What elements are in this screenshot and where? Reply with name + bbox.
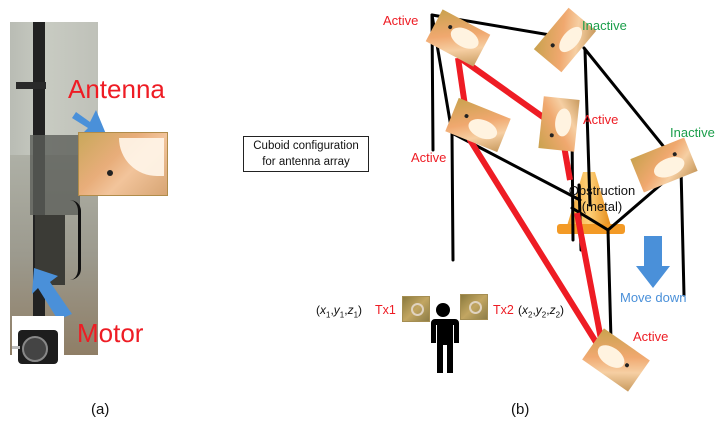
rig-crossbar	[16, 82, 46, 89]
caption-b: (b)	[511, 401, 530, 418]
state-label-top-left: Active	[383, 13, 419, 28]
antenna-tile-mid-center	[538, 96, 580, 152]
state-label-mid-center: Active	[583, 112, 619, 127]
tx2-label: Tx2	[493, 303, 514, 317]
antenna-feed	[107, 170, 113, 176]
config-line-2: for antenna array	[262, 156, 350, 168]
config-box: Cuboid configuration for antenna array	[243, 136, 369, 172]
obstruction-line-2: (metal)	[581, 199, 623, 214]
motor-arrow-icon	[32, 268, 72, 320]
frame-edge	[583, 48, 592, 207]
antenna-tile-top-right	[533, 7, 597, 73]
antenna-photo	[78, 132, 168, 196]
frame-edge	[450, 131, 455, 262]
move-down-arrow-icon	[636, 236, 670, 288]
move-down-label: Move down	[620, 290, 687, 305]
state-label-mid-left: Active	[411, 150, 447, 165]
state-label-top-right: Inactive	[582, 18, 627, 33]
stepper-motor-icon	[12, 330, 58, 364]
rig-cable	[70, 200, 81, 280]
person-icon	[431, 303, 459, 373]
antenna-tile-mid-left	[445, 97, 511, 153]
obstruction-line-1: Obstruction	[568, 183, 636, 198]
tx2-antenna-image	[460, 294, 488, 320]
tx1-coordinates: (x1,y1,z1)	[316, 303, 363, 320]
frame-edge	[679, 166, 686, 297]
tx1-label: Tx1	[375, 303, 396, 317]
frame-edge	[570, 206, 610, 232]
tx2-coordinates: (x2,y2,z2)	[518, 303, 565, 320]
antenna-tile-top-left	[425, 9, 491, 67]
caption-a: (a)	[91, 401, 110, 418]
frame-edge	[606, 228, 613, 342]
link-line	[574, 212, 607, 356]
antenna-arrow-icon	[72, 110, 106, 134]
tx1-antenna-image	[402, 296, 430, 322]
antenna-tile-bottom	[582, 328, 650, 392]
state-label-mid-right: Inactive	[670, 125, 715, 140]
frame-edge	[582, 46, 670, 154]
config-line-1: Cuboid configuration	[253, 140, 359, 152]
antenna-label: Antenna	[68, 74, 165, 104]
link-line	[458, 55, 552, 125]
motor-label: Motor	[77, 318, 144, 348]
antenna-tile-mid-right	[630, 137, 698, 193]
obstruction-label: Obstruction (metal)	[562, 183, 642, 215]
state-label-bottom: Active	[633, 329, 669, 344]
